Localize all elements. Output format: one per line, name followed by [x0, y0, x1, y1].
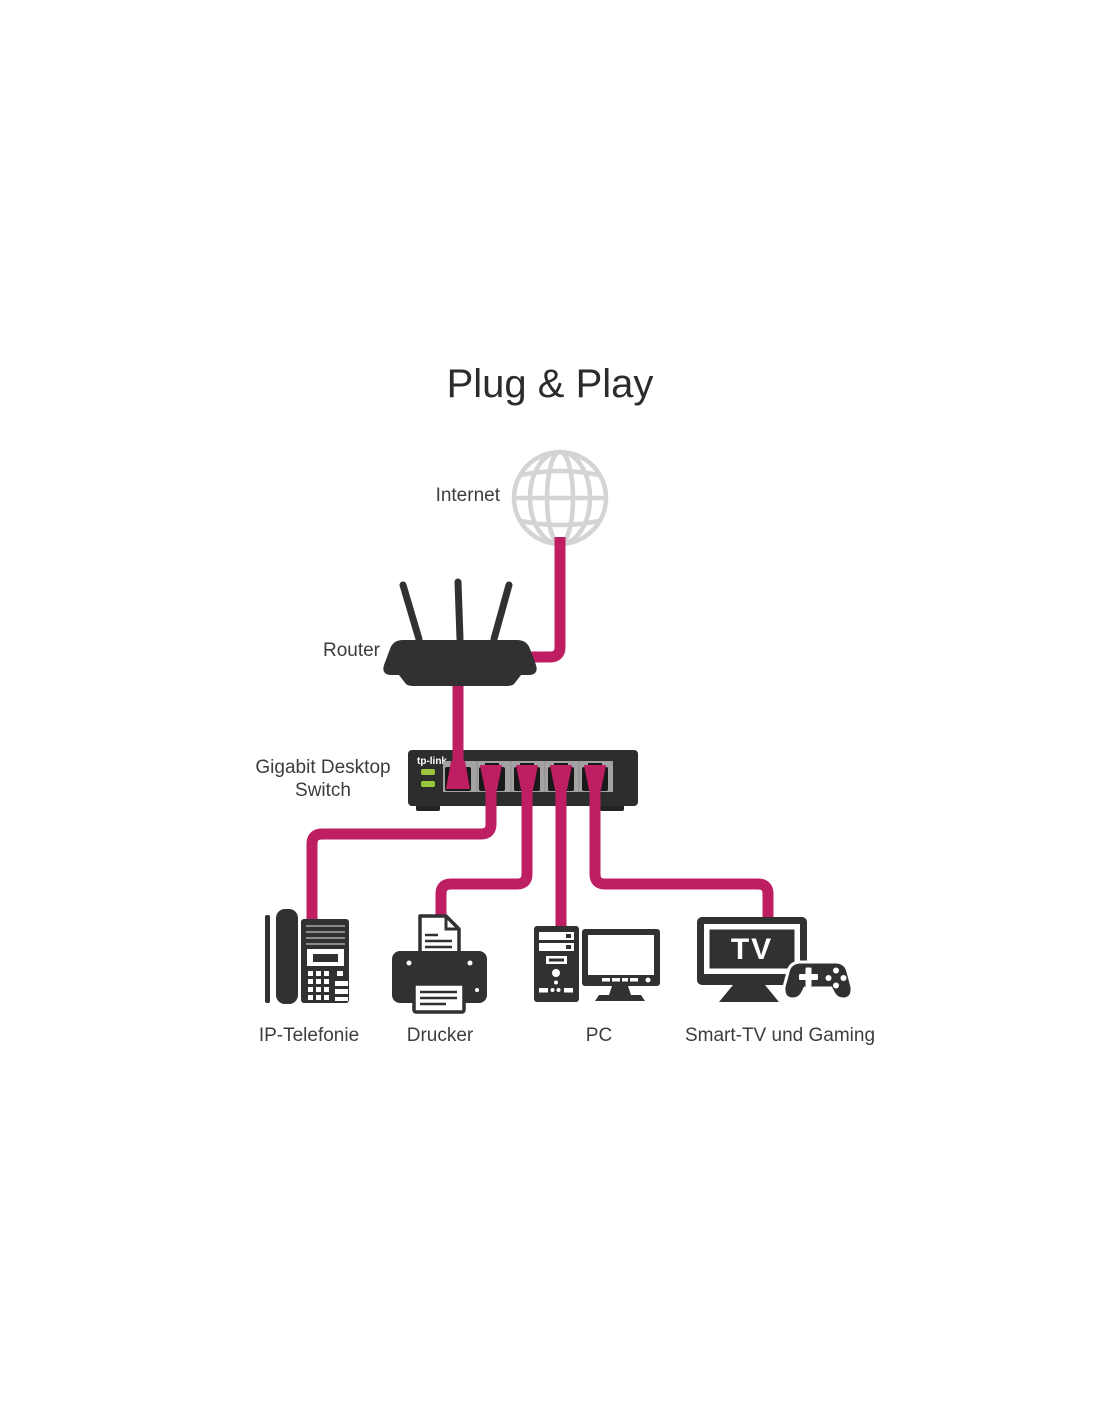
cable-switch-to-tv	[589, 768, 774, 924]
device-label-ip-phone: IP-Telefonie	[258, 1025, 360, 1046]
switch-led-indicators	[421, 769, 435, 787]
switch-label: Gigabit Desktop Switch	[255, 757, 391, 801]
internet-globe-icon	[511, 449, 609, 547]
page-title: Plug & Play	[446, 362, 654, 406]
internet-label: Internet	[435, 485, 500, 506]
printer-icon	[392, 914, 487, 1014]
switch-brand-logo: tp-link	[417, 756, 447, 767]
ethernet-cables	[306, 537, 774, 934]
ip-phone-icon	[265, 909, 349, 1004]
device-label-pc: PC	[585, 1025, 613, 1046]
gamepad-icon	[782, 960, 854, 1001]
cable-plugs	[446, 761, 606, 790]
device-label-printer: Drucker	[406, 1025, 474, 1046]
smart-tv-icon: TV	[697, 917, 807, 1002]
cable-switch-to-printer	[435, 768, 533, 922]
device-label-smart-tv: Smart-TV und Gaming	[684, 1025, 876, 1046]
pc-icon	[534, 926, 660, 1002]
cable-switch-to-phone	[306, 768, 497, 924]
cable-internet-to-router	[529, 537, 566, 663]
tv-screen-text: TV	[731, 933, 773, 966]
router-label: Router	[322, 640, 380, 661]
router-icon	[383, 578, 537, 686]
